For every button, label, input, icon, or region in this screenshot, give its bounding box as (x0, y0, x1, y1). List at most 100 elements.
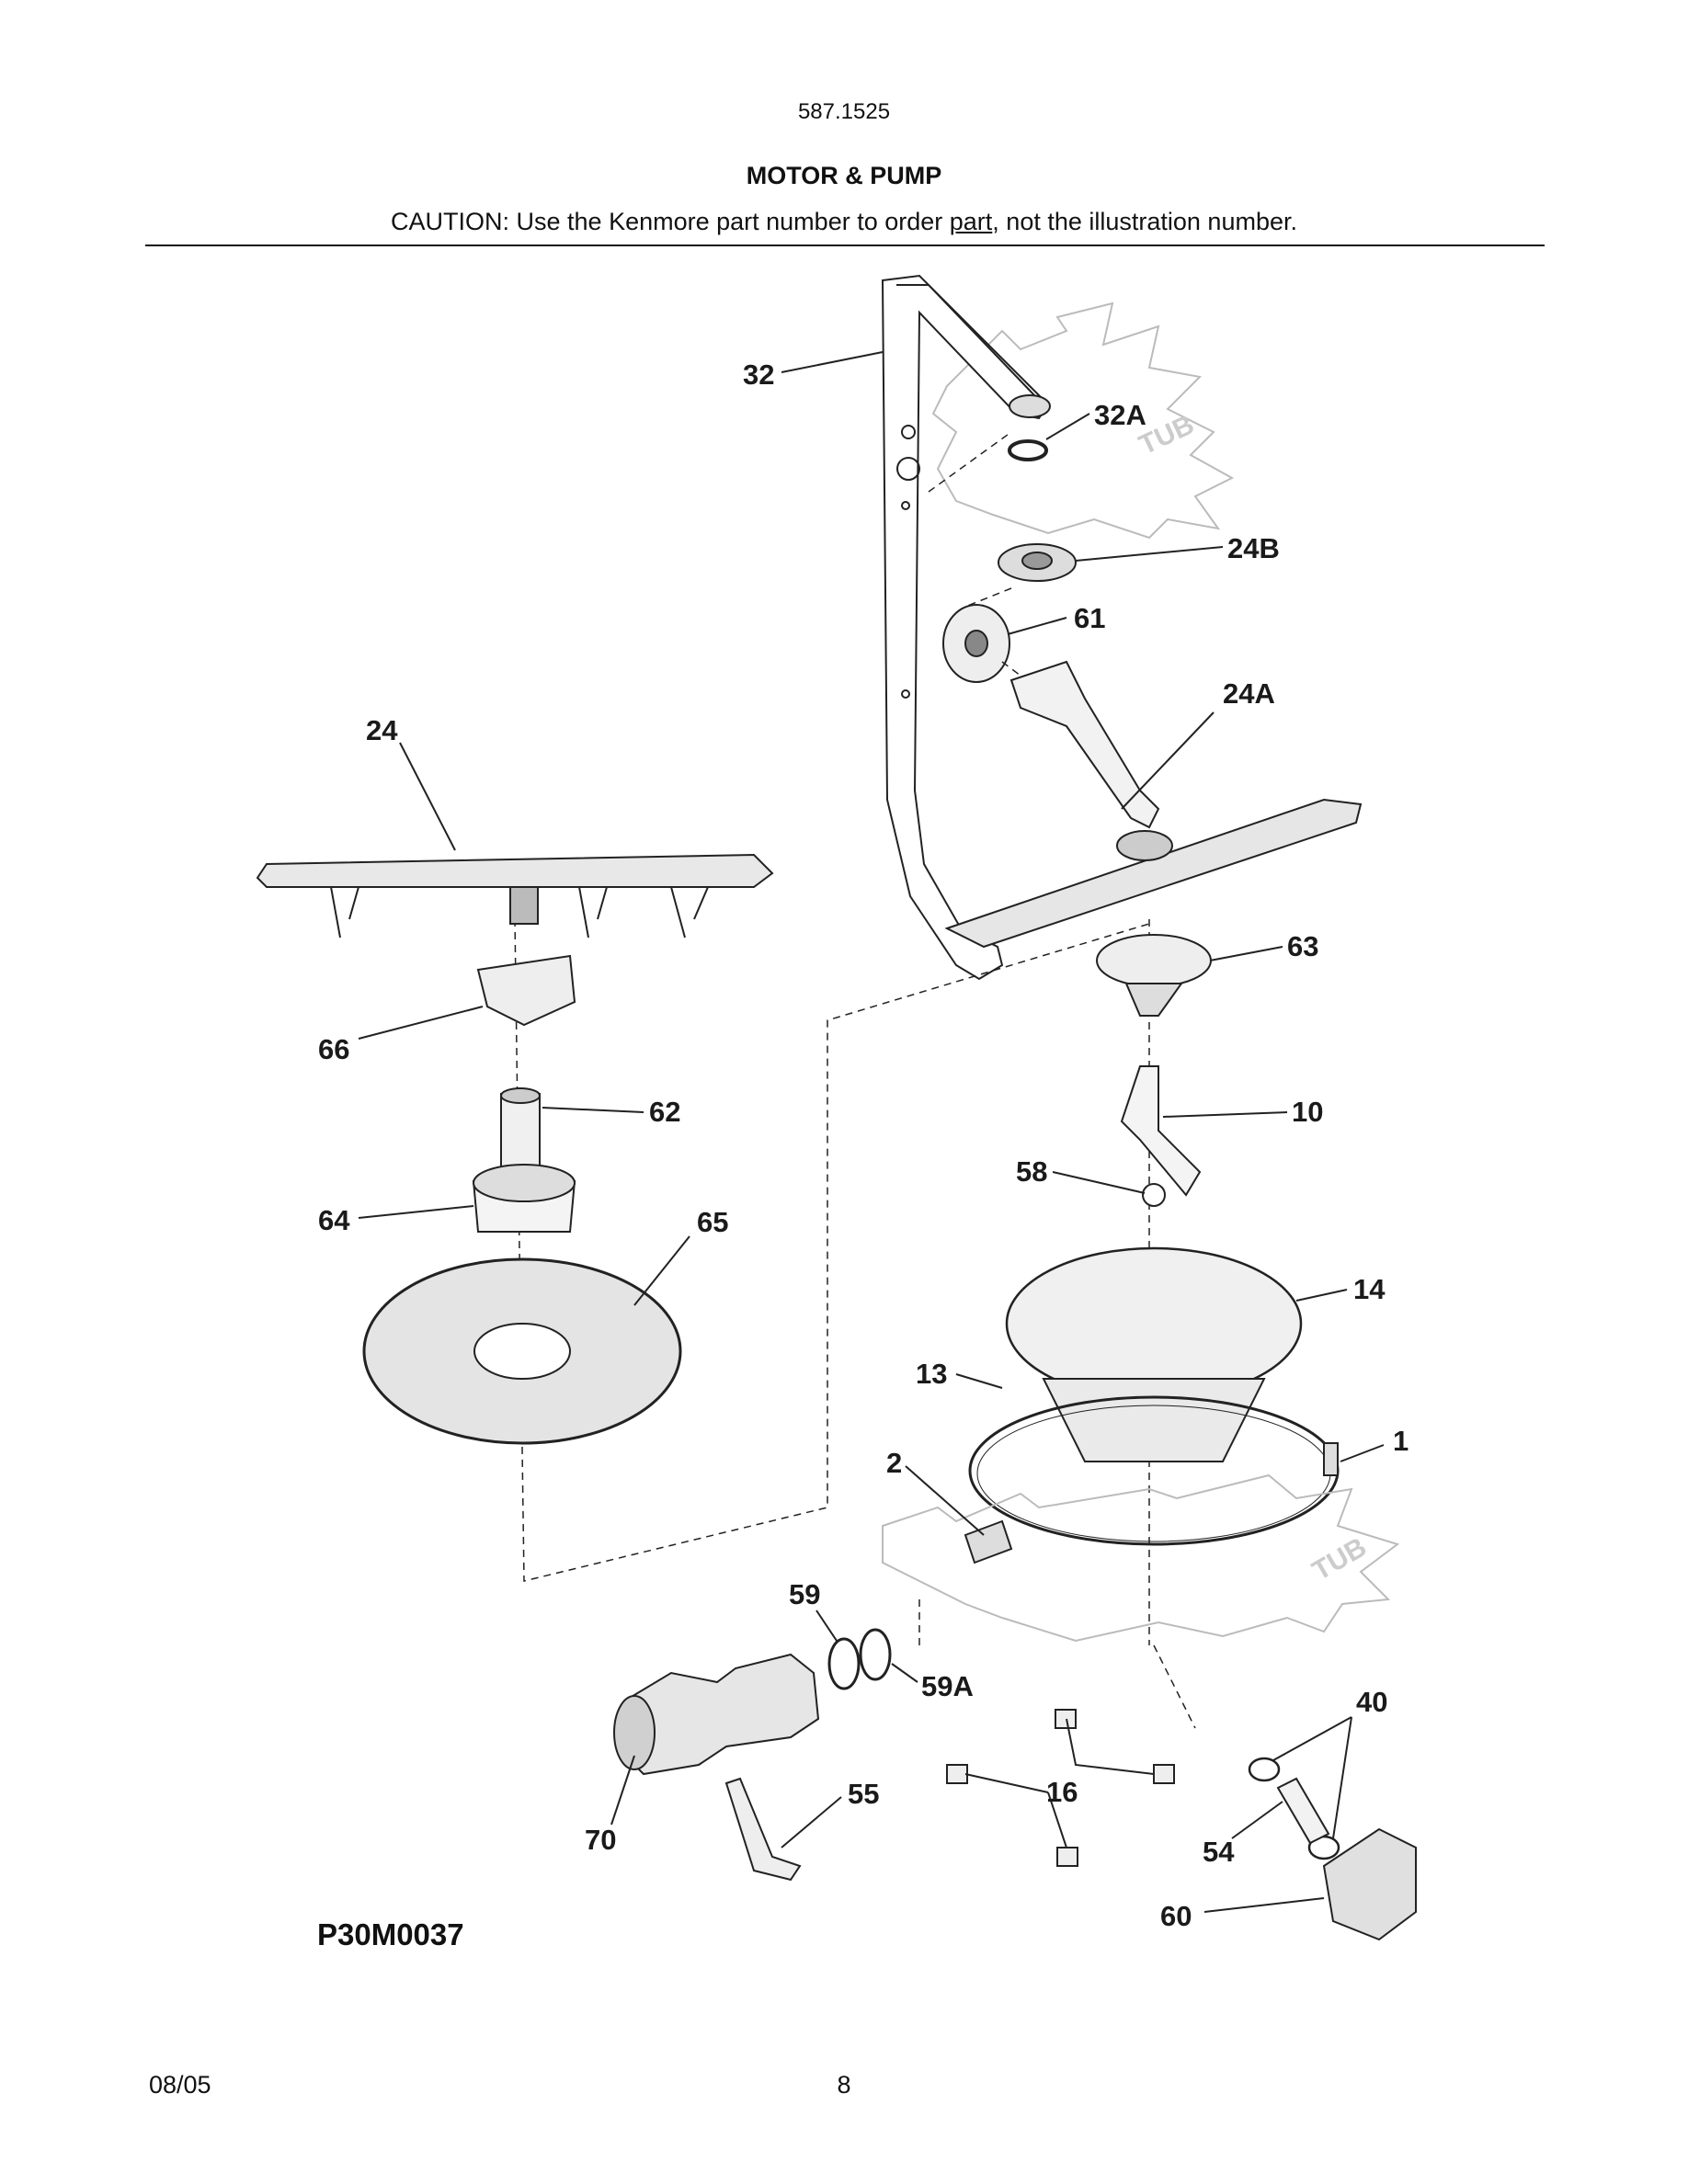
callout-59: 59 (789, 1578, 820, 1610)
callout-32: 32 (743, 358, 774, 391)
callout-24: 24 (366, 714, 398, 746)
header-rule (145, 245, 1545, 246)
upper-spray-arm (1009, 660, 1160, 829)
conduit-hole (901, 425, 916, 439)
conduit-nozzle (1009, 394, 1051, 418)
arm-hub (1116, 830, 1173, 861)
callout-1: 1 (1393, 1425, 1409, 1457)
lower-spray-arm (256, 853, 774, 888)
leader-line (399, 742, 456, 851)
bracket-part (964, 1519, 1013, 1564)
cap-part (476, 954, 576, 1027)
leader-line (781, 1796, 842, 1848)
callout-13: 13 (916, 1358, 947, 1390)
grommet (1056, 1847, 1078, 1867)
footer-date: 08/05 (149, 2071, 211, 2099)
callout-10: 10 (1292, 1096, 1323, 1128)
tub-outline-upper (931, 301, 1235, 540)
leader-line (905, 1465, 985, 1536)
o-ring (827, 1637, 861, 1690)
caution-part-link: part (949, 208, 993, 235)
conduit-hole (896, 457, 920, 481)
drain-pump (1322, 1827, 1417, 1941)
tub-outline-lower (882, 1473, 1400, 1643)
callout-65: 65 (697, 1206, 728, 1238)
conduit-hole (901, 689, 910, 699)
leader-line (955, 1373, 1003, 1389)
model-number: 587.1525 (797, 99, 891, 124)
o-ring (859, 1628, 892, 1681)
clip-part (1323, 1442, 1339, 1476)
leader-line (358, 1205, 474, 1219)
arm-spring (509, 886, 539, 925)
leader-line (358, 1006, 484, 1040)
diverter-part (1096, 934, 1212, 987)
ball-part (1142, 1183, 1166, 1207)
sump-housing (1005, 1246, 1303, 1401)
leader-line (1121, 711, 1215, 810)
leader-line (1075, 546, 1224, 562)
leader-line (1007, 617, 1067, 635)
leader-line (1045, 413, 1090, 440)
tube-part (500, 1093, 541, 1177)
sump-body (1042, 1378, 1266, 1462)
callout-32a: 32A (1094, 399, 1146, 431)
callout-60: 60 (1160, 1900, 1192, 1932)
leader-line (1209, 946, 1283, 961)
diverter-body (1124, 983, 1183, 1017)
callout-55: 55 (848, 1778, 879, 1810)
callout-63: 63 (1287, 930, 1318, 962)
callout-58: 58 (1016, 1155, 1047, 1188)
tube-top (500, 1087, 541, 1104)
grommet (1055, 1709, 1077, 1729)
seal-ring (1008, 439, 1048, 461)
washer-center (964, 630, 988, 657)
leader-line (610, 1755, 635, 1826)
caution-text-end: , not the illustration number. (992, 208, 1297, 235)
motor-end (613, 1695, 656, 1770)
page-title: MOTOR & PUMP (746, 162, 942, 189)
pump-tube (1120, 1065, 1202, 1197)
filter-top (473, 1164, 576, 1202)
grommet (946, 1764, 968, 1784)
motor-body (614, 1653, 820, 1776)
caution-note: CAUTION: Use the Kenmore part number to … (0, 208, 1688, 236)
page-number: 8 (837, 2071, 851, 2099)
leader-line (891, 1663, 918, 1683)
callout-66: 66 (318, 1033, 349, 1065)
leader-line (1295, 1289, 1348, 1302)
nut-center (1021, 552, 1053, 570)
motor-bracket (724, 1777, 802, 1882)
leader-line (1231, 1801, 1283, 1839)
leader-line (1203, 1897, 1325, 1913)
callout-61: 61 (1074, 602, 1105, 634)
callout-54: 54 (1203, 1836, 1235, 1868)
leader-line (542, 1107, 644, 1113)
drain-hose (1276, 1777, 1330, 1845)
leader-line (781, 351, 884, 373)
figure-id: P30M0037 (317, 1917, 464, 1951)
hose-clamp (1248, 1757, 1281, 1782)
leader-line (815, 1610, 838, 1642)
arm-legs (330, 886, 709, 938)
caution-text: CAUTION: Use the Kenmore part number to … (391, 208, 950, 235)
filter-disc-hole (473, 1323, 571, 1380)
callout-16: 16 (1046, 1776, 1078, 1808)
conduit-inner (896, 284, 1035, 396)
leader-line (1272, 1716, 1352, 1839)
leader-line (964, 1718, 1155, 1848)
callout-2: 2 (886, 1447, 902, 1479)
callout-24a: 24A (1223, 677, 1275, 710)
conduit-hole (901, 501, 910, 510)
tub-label-lower: TUB (1307, 1532, 1372, 1587)
callout-59a: 59A (921, 1670, 974, 1702)
leader-line (1340, 1444, 1385, 1462)
leader-line (633, 1235, 690, 1306)
callout-64: 64 (318, 1204, 350, 1236)
callout-24b: 24B (1227, 532, 1280, 564)
callout-40: 40 (1356, 1686, 1387, 1718)
callout-14: 14 (1353, 1273, 1386, 1305)
callout-70: 70 (585, 1824, 616, 1856)
grommet (1153, 1764, 1175, 1784)
